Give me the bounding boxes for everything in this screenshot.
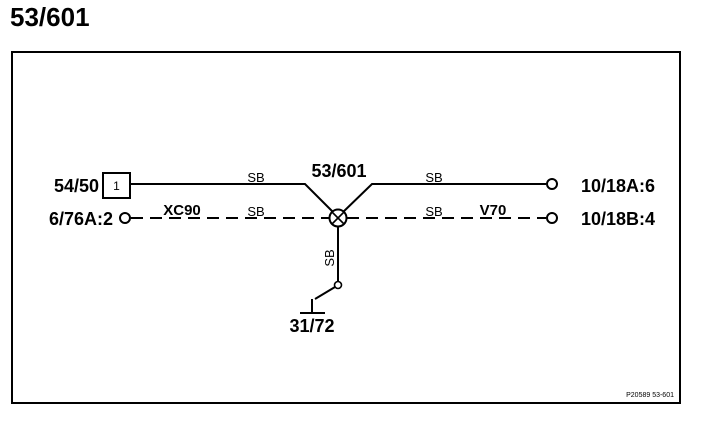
wire-left-top [130,183,337,216]
variant-label-right: V70 [480,202,507,219]
ground-switch [300,280,343,314]
connector-label-left-bottom: 6/76A:2 [49,209,113,229]
connector-label-right-bottom: 10/18B:4 [581,209,655,229]
connector-label-right-top: 10/18A:6 [581,176,655,196]
wire-color-down: SB [322,249,337,266]
ground-label: 31/72 [289,316,334,336]
reference-code: P20589 53-601 [626,392,674,399]
wire-color-right-bottom: SB [425,204,442,219]
splice-label: 53/601 [311,161,366,181]
wire-color-right-top: SB [425,170,442,185]
diagram-frame [11,51,681,404]
connector-pin-box [102,172,131,199]
wire-color-left-top: SB [247,170,264,185]
page-title: 53/601 [10,2,90,32]
terminal-right-top [546,178,558,190]
connector-label-left-top: 54/50 [54,176,99,196]
variant-label-left: XC90 [163,202,201,219]
terminal-left-bottom [119,212,131,224]
terminal-right-bottom [546,212,558,224]
wire-color-left-bottom: SB [247,204,264,219]
wire-right-top [339,183,546,216]
splice-symbol [328,208,348,228]
connector-pin-number: 1 [113,179,120,193]
